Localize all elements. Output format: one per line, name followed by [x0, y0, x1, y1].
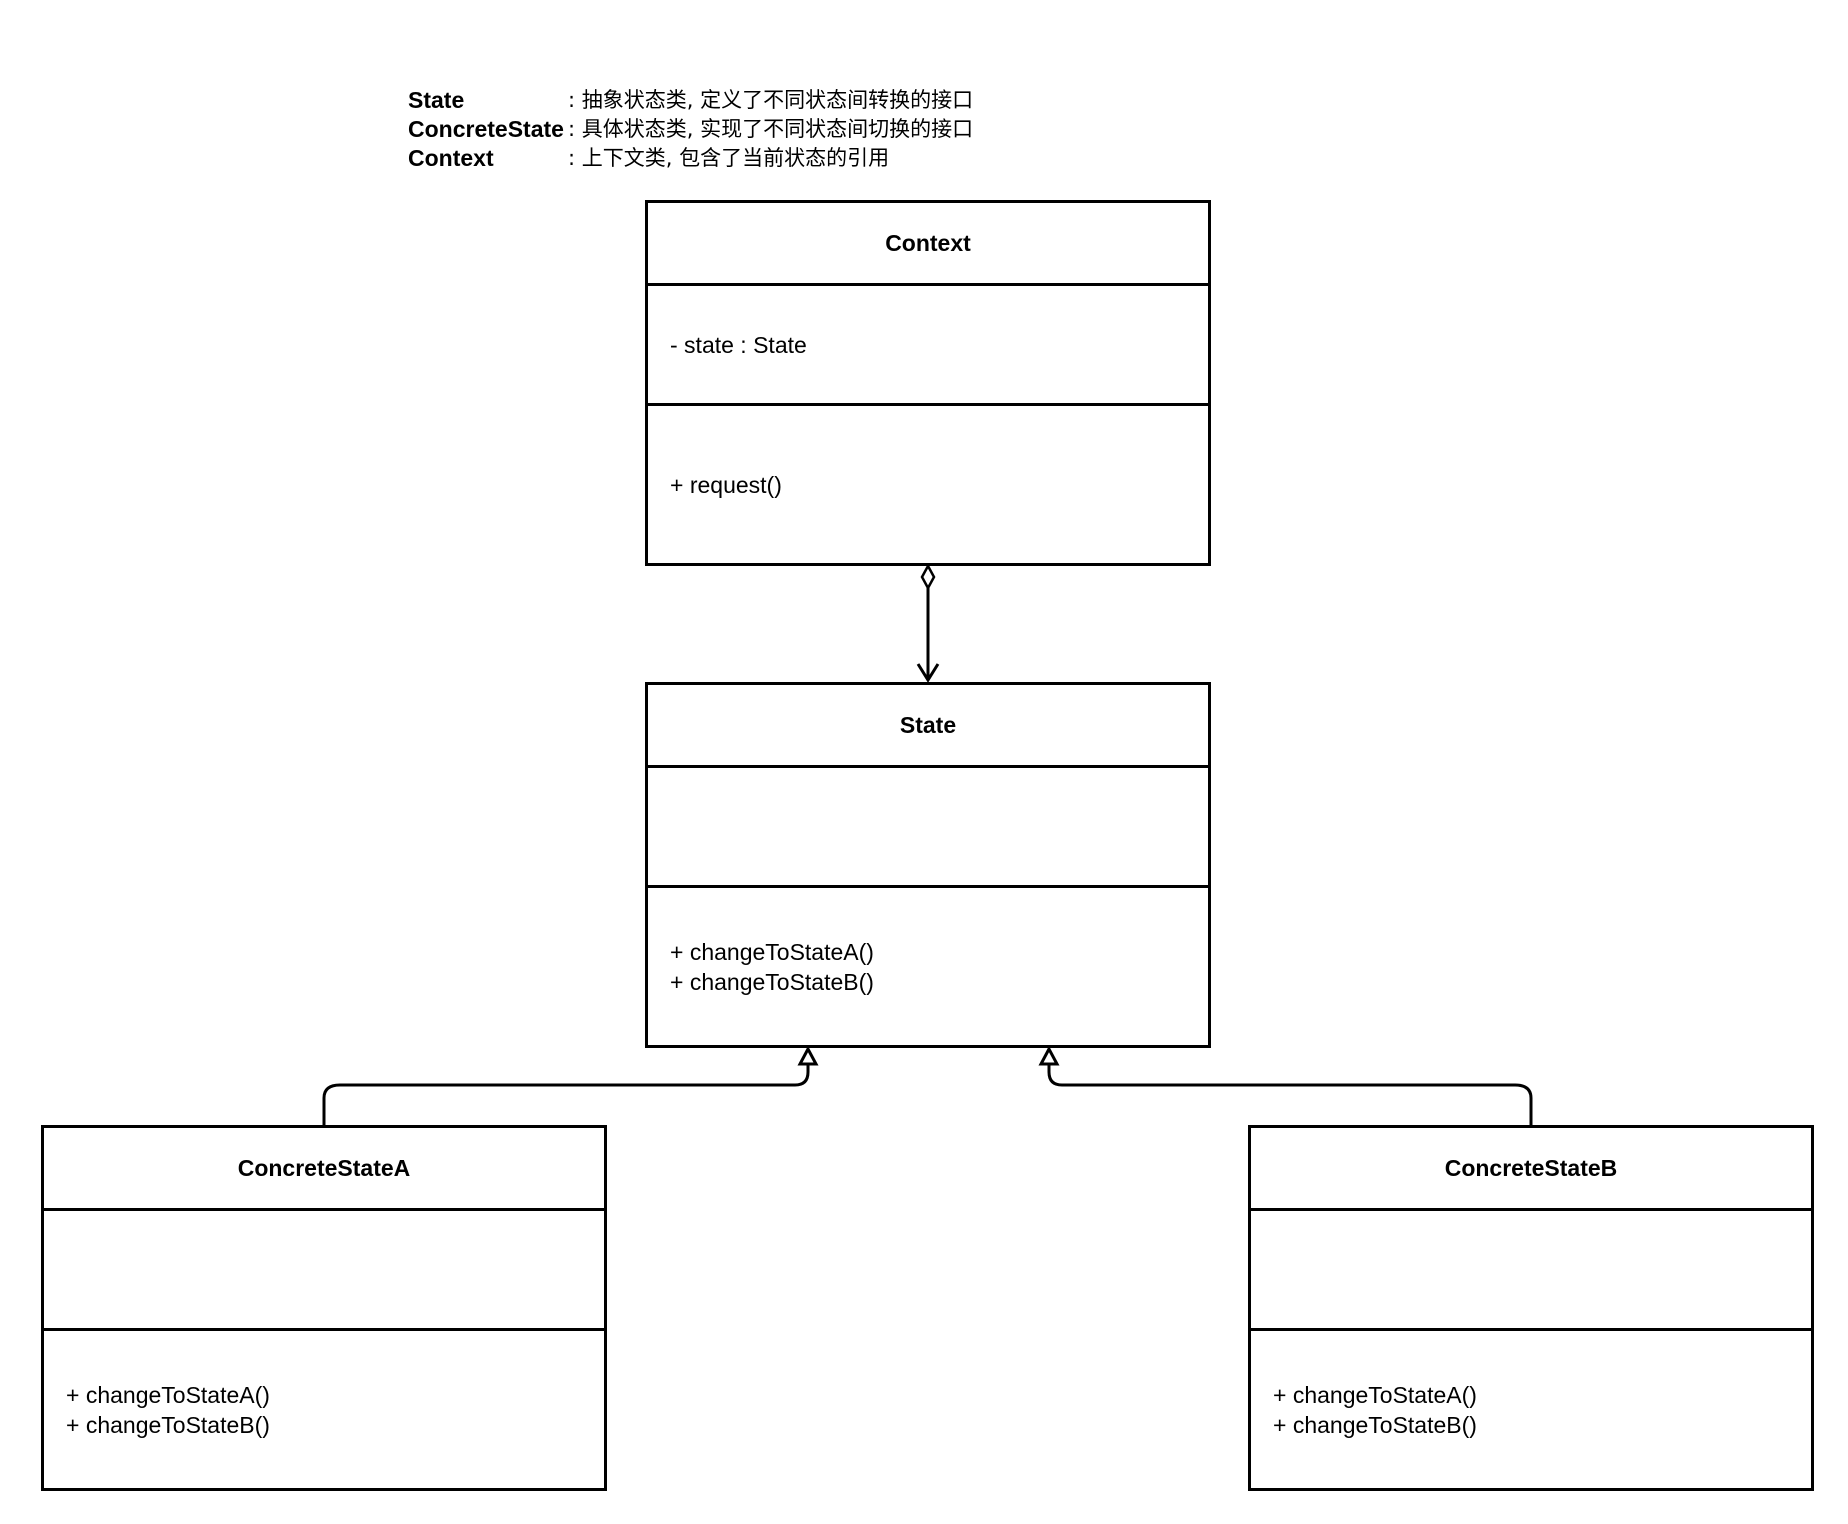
legend-desc: : 上下文类, 包含了当前状态的引用: [568, 146, 890, 170]
aggregation-connector: [916, 563, 940, 683]
method: + request(): [670, 471, 782, 498]
legend-term: ConcreteState: [408, 116, 564, 142]
legend-term: State: [408, 87, 465, 113]
legend-desc: : 具体状态类, 实现了不同状态间切换的接口: [568, 117, 974, 141]
method: + changeToStateA(): [1273, 1381, 1477, 1408]
legend-term: Context: [408, 145, 494, 171]
class-name: State: [648, 685, 1208, 768]
class-concrete-state-a[interactable]: ConcreteStateA + changeToStateA() + chan…: [41, 1125, 607, 1491]
generalization-line-a: [322, 1064, 810, 1125]
aggregation-diamond: [920, 563, 936, 591]
class-concrete-state-b[interactable]: ConcreteStateB + changeToStateA() + chan…: [1248, 1125, 1814, 1491]
generalization-connector-b: [1038, 1045, 1533, 1125]
method: + changeToStateA(): [66, 1381, 270, 1408]
legend-desc: : 抽象状态类, 定义了不同状态间转换的接口: [568, 88, 974, 112]
attribute: - state : State: [670, 331, 807, 358]
method: + changeToStateB(): [670, 968, 874, 995]
class-methods: + changeToStateA() + changeToStateB(): [44, 1331, 604, 1488]
class-context[interactable]: Context - state : State + request(): [645, 200, 1211, 566]
method: + changeToStateB(): [66, 1411, 270, 1438]
navigation-arrowhead: [916, 663, 940, 683]
class-attributes: [648, 768, 1208, 888]
legend: State : 抽象状态类, 定义了不同状态间转换的接口 ConcreteSta…: [408, 86, 973, 173]
method: + changeToStateB(): [1273, 1411, 1477, 1438]
class-name: ConcreteStateA: [44, 1128, 604, 1211]
generalization-connector-a: [322, 1045, 819, 1125]
class-methods: + changeToStateA() + changeToStateB(): [648, 888, 1208, 1045]
generalization-arrowhead-b: [1038, 1045, 1060, 1066]
class-name: ConcreteStateB: [1251, 1128, 1811, 1211]
class-attributes: [44, 1211, 604, 1331]
class-attributes: [1251, 1211, 1811, 1331]
legend-row-concrete-state: ConcreteState : 具体状态类, 实现了不同状态间切换的接口: [408, 115, 973, 144]
legend-row-state: State : 抽象状态类, 定义了不同状态间转换的接口: [408, 86, 973, 115]
class-state[interactable]: State + changeToStateA() + changeToState…: [645, 682, 1211, 1048]
class-name: Context: [648, 203, 1208, 286]
generalization-line-b: [1047, 1064, 1533, 1125]
method: + changeToStateA(): [670, 938, 874, 965]
class-attributes: - state : State: [648, 286, 1208, 406]
class-methods: + request(): [648, 406, 1208, 563]
generalization-arrowhead-a: [797, 1045, 819, 1066]
legend-row-context: Context : 上下文类, 包含了当前状态的引用: [408, 144, 973, 173]
class-methods: + changeToStateA() + changeToStateB(): [1251, 1331, 1811, 1488]
